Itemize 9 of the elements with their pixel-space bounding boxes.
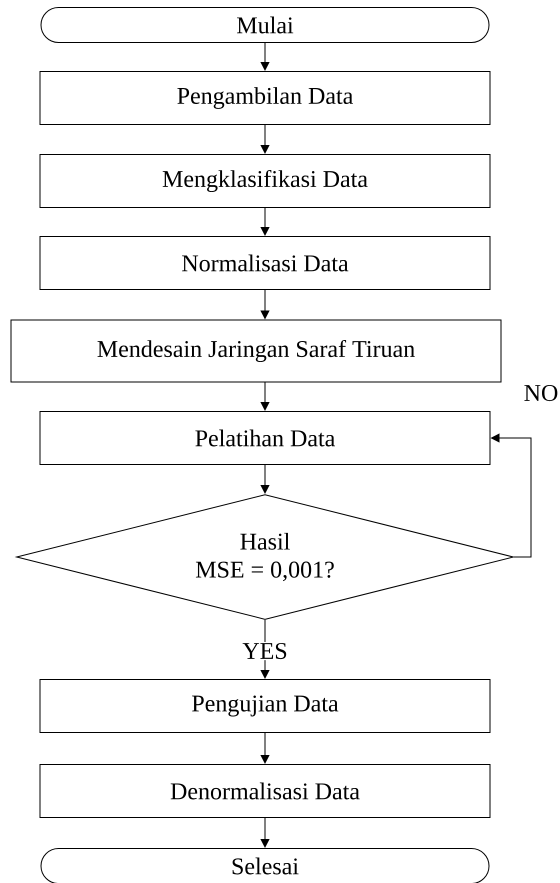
process-box: Pengambilan Data bbox=[40, 71, 490, 125]
process-box: Mengklasifikasi Data bbox=[40, 154, 490, 208]
edge-label: NO bbox=[522, 384, 560, 402]
process-box: Pelatihan Data bbox=[40, 411, 490, 465]
process-box: Normalisasi Data bbox=[40, 236, 490, 290]
process-box: Denormalisasi Data bbox=[40, 764, 490, 818]
process-box: Pengujian Data bbox=[40, 679, 490, 733]
process-box: Mendesain Jaringan Saraf Tiruan bbox=[10, 320, 502, 382]
edge-label: YES bbox=[241, 642, 289, 660]
